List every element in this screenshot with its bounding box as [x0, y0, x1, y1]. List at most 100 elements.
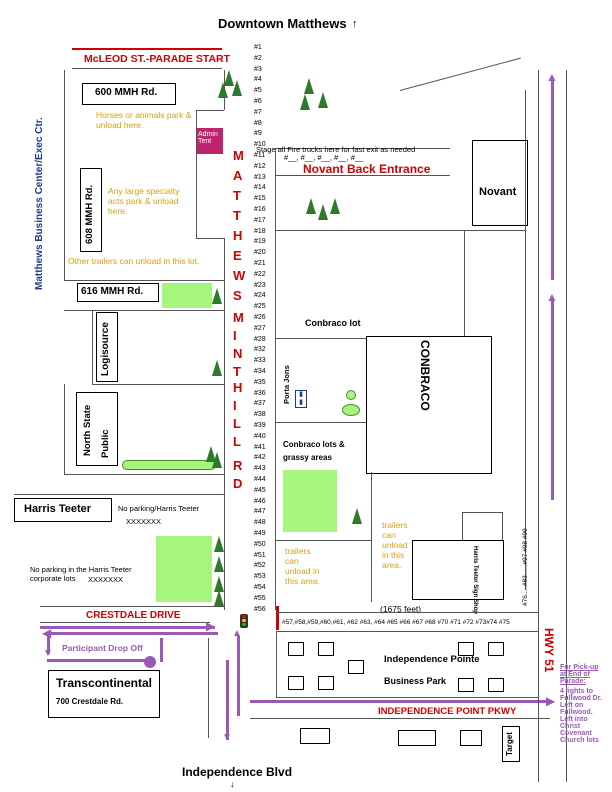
- tree-icon: [232, 80, 242, 96]
- route-down-arrow-icon: ▼: [222, 732, 232, 743]
- tree-icon: [224, 70, 234, 86]
- hwy51-purple-up: [551, 80, 554, 280]
- road-name-letter: W: [233, 268, 246, 283]
- green-area-conbraco: [283, 470, 337, 532]
- building-block: [288, 676, 304, 690]
- fire-staging-line: [275, 148, 450, 149]
- crestdale-arrow-icon: ▶: [206, 619, 216, 633]
- station-number: #40: [254, 432, 266, 440]
- bottom-stations: #57,#58,#59,#60,#61, #62 #63, #64 #65 #6…: [282, 619, 510, 626]
- title-independence-blvd: Independence Blvd: [182, 765, 293, 779]
- station-number: #41: [254, 443, 266, 451]
- station-number: #18: [254, 227, 266, 235]
- sign-shop-v: [462, 512, 463, 540]
- north-arrow-icon: ↑: [352, 18, 358, 30]
- crestdale-purple-return: [50, 632, 218, 635]
- pkwy-arrow-icon: ▶: [546, 694, 556, 708]
- dropoff-purple-v2: [160, 638, 163, 662]
- xxx1: XXXXXXX: [126, 517, 162, 526]
- fire-trucks-note: Stage all Fire trucks here for fast exit…: [256, 145, 416, 154]
- tree-icon: [330, 198, 340, 214]
- conbraco-grassy-1: Conbraco lots &: [283, 440, 345, 449]
- tree-icon: [214, 556, 224, 572]
- mcleod-label: McLEOD ST.-PARADE START: [84, 53, 231, 65]
- pickup-title: For Pick-up at End of Parade:: [560, 664, 599, 685]
- upper-inner-h2: [196, 238, 224, 239]
- station-number: #25: [254, 303, 266, 311]
- conbraco-lot-outline: [275, 338, 366, 339]
- building-block: [318, 642, 334, 656]
- station-number: #23: [254, 281, 266, 289]
- mcleod-lower-line: [72, 68, 222, 69]
- hwy51-right: [566, 70, 567, 782]
- south-arrow-icon: ↓: [230, 779, 235, 789]
- road-name-letter: R: [233, 458, 243, 473]
- building-block: [398, 730, 436, 746]
- northstate-road-v: [64, 384, 65, 474]
- building-616-mmh: [77, 283, 159, 302]
- tree-icon: [214, 590, 224, 606]
- station-number: #2: [254, 54, 262, 62]
- crestdale-return-arrow-icon: ◀: [42, 626, 51, 640]
- station-number: #10: [254, 141, 266, 149]
- station-number: #7: [254, 108, 262, 116]
- admin-tent: [197, 128, 223, 154]
- station-number: #21: [254, 260, 266, 267]
- trailers-right-note: trailers can unload in this area.: [382, 520, 408, 570]
- hwy51-left: [538, 70, 539, 782]
- harris-teeter-label: Harris Teeter: [24, 503, 92, 515]
- left-road-v1: [64, 70, 65, 280]
- station-number: #53: [254, 573, 266, 581]
- tree-icon: [318, 204, 328, 220]
- public-label: Public: [100, 429, 111, 458]
- route-purple-v2: [226, 660, 229, 740]
- building-616-label: 616 MMH Rd.: [81, 286, 144, 297]
- dropoff-marker-icon: [144, 656, 156, 668]
- ip-lot-h: [276, 697, 538, 698]
- station-number: #55: [254, 594, 266, 602]
- hwy51-label: HWY 51: [542, 628, 556, 673]
- conbraco-building: [366, 336, 492, 474]
- participant-dropoff-label: Participant Drop Off: [62, 643, 143, 653]
- route-purple-v: [237, 636, 240, 716]
- grassy-lot-line: [275, 422, 366, 423]
- station-number: #56: [254, 605, 266, 613]
- hwy-up-arrow-icon: ▲: [546, 70, 558, 84]
- station-number: #6: [254, 98, 262, 105]
- station-number: #43: [254, 465, 266, 473]
- mmh-road-left-edge: [224, 280, 225, 610]
- matthews-business-center-label: Matthews Business Center/Exec Ctr.: [34, 117, 45, 290]
- crestdale-road-v: [208, 638, 209, 738]
- road-name-letter: L: [233, 434, 241, 449]
- tree-icon: [212, 452, 222, 468]
- station-number: #44: [254, 476, 266, 483]
- road-name-letter: M: [233, 148, 244, 163]
- target-label: Target: [505, 732, 514, 756]
- road-name-letter: M: [233, 310, 244, 325]
- station-number: #33: [254, 357, 266, 365]
- upper-inner-h: [196, 110, 224, 111]
- building-block: [300, 728, 330, 744]
- novant-back-label: Novant Back Entrance: [303, 162, 431, 176]
- building-block: [458, 678, 474, 692]
- station-number: #36: [254, 389, 266, 397]
- target-building: [502, 726, 520, 762]
- station-number: #15: [254, 195, 266, 203]
- crestdale-label: CRESTDALE DRIVE: [86, 610, 181, 621]
- road-northstate-h: [64, 474, 224, 475]
- station-number: #3: [254, 65, 262, 73]
- feet-label: (1675 feet): [380, 604, 422, 614]
- crestdale-purple-top: [40, 626, 215, 629]
- station-number: #19: [254, 238, 266, 246]
- independence-pointe-label: Independence Pointe: [384, 654, 480, 665]
- station-number: #42: [254, 454, 266, 462]
- station-number: #39: [254, 422, 266, 429]
- north-state-label: North State: [82, 404, 93, 456]
- station-number: #1: [254, 44, 262, 51]
- pkwy-label: INDEPENDENCE POINT PKWY: [378, 706, 517, 717]
- conbraco-lot-v: [464, 230, 465, 336]
- building-608-label: 608 MMH Rd.: [84, 184, 95, 244]
- building-block: [348, 660, 364, 674]
- sign-shop-v2: [502, 512, 503, 540]
- right-vertical-stations: #76.....#83......#97 #98 #99: [522, 528, 529, 606]
